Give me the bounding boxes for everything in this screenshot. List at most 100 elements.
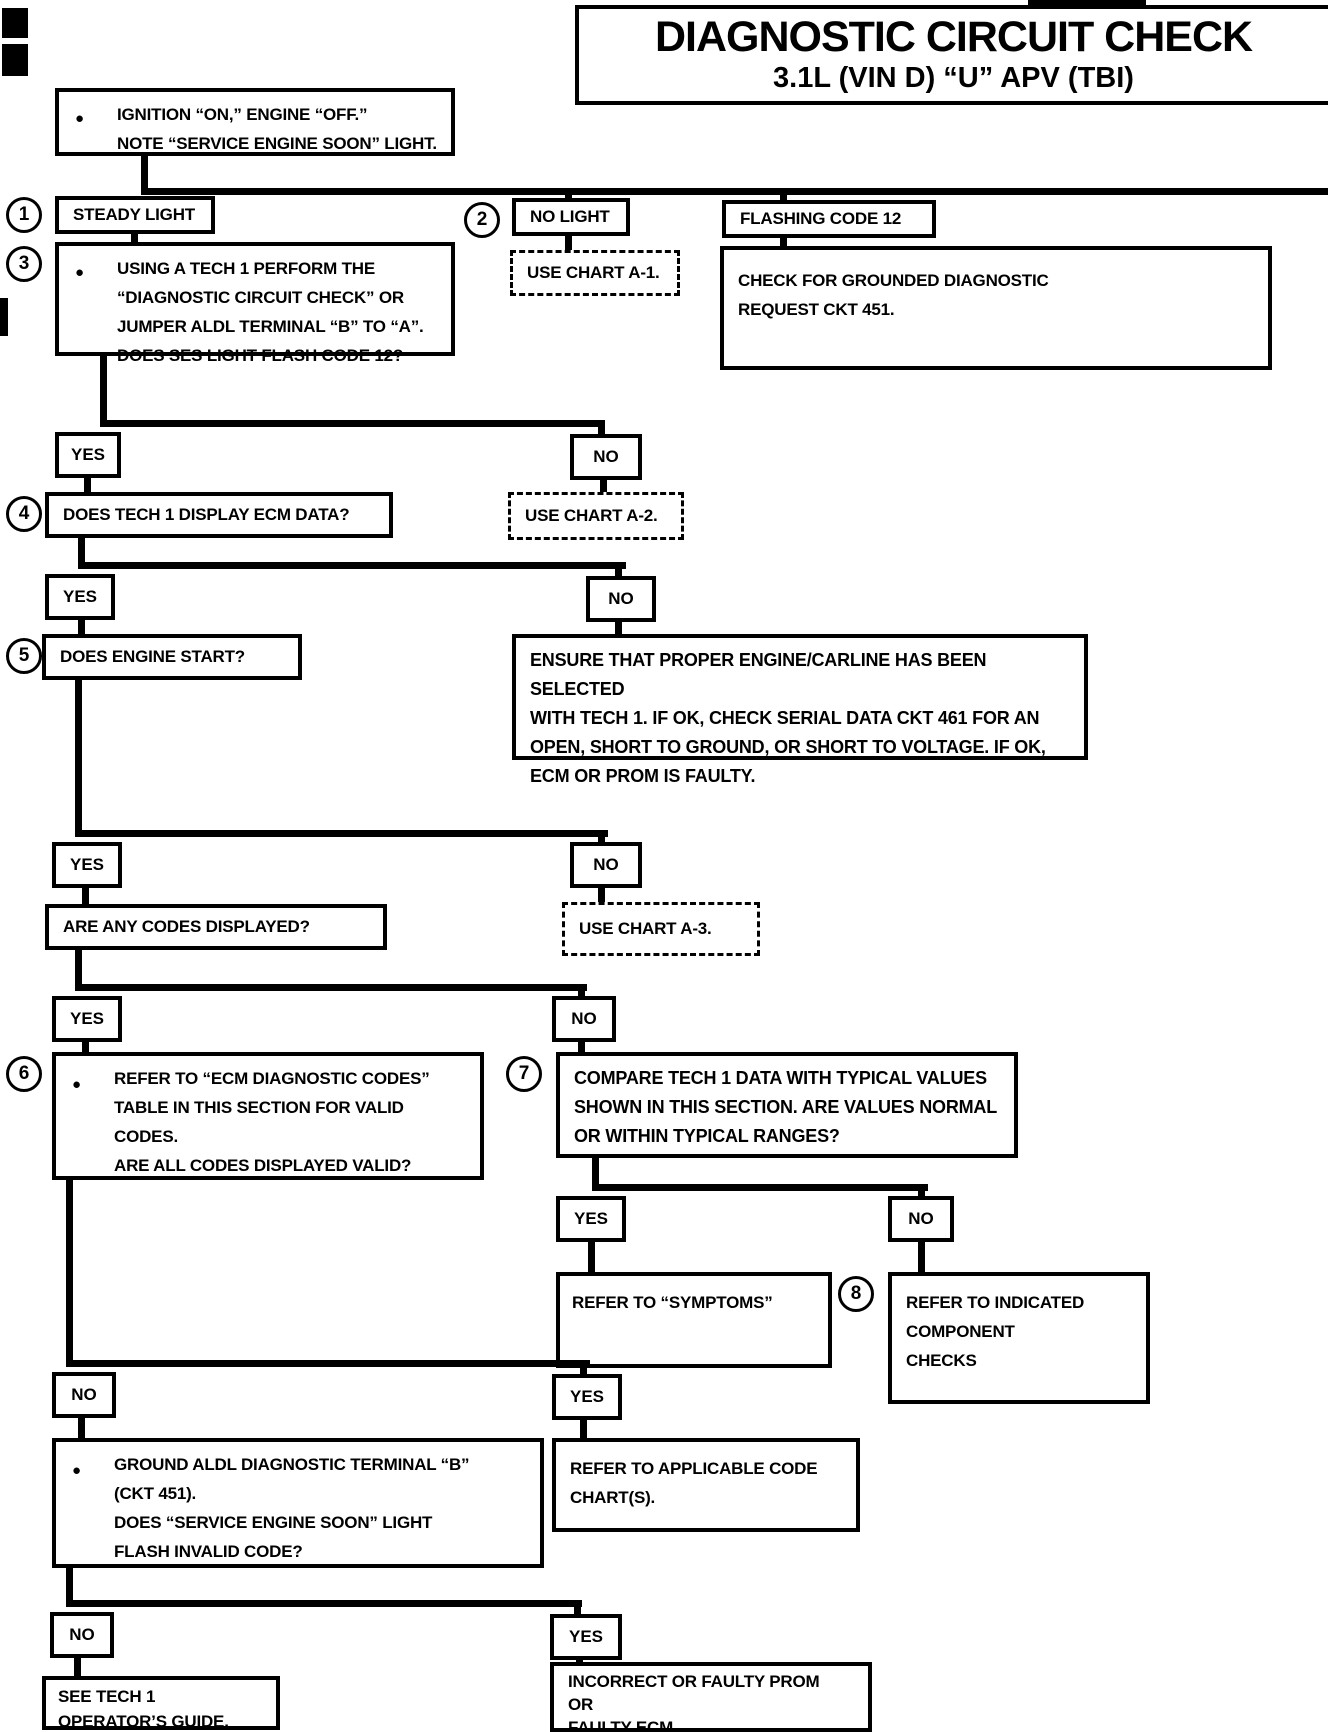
- step-badge-8: 8: [838, 1276, 874, 1312]
- node-text: REQUEST CKT 451.: [738, 300, 895, 319]
- node-text: GROUND ALDL DIAGNOSTIC TERMINAL “B”: [114, 1455, 470, 1474]
- node-text: ECM OR PROM IS FAULTY.: [530, 766, 756, 786]
- scan-artifact: [2, 44, 28, 76]
- node-ground-aldl: ● GROUND ALDL DIAGNOSTIC TERMINAL “B” (C…: [52, 1438, 544, 1568]
- node-incorrect-prom: INCORRECT OR FAULTY PROM OR FAULTY ECM.: [550, 1662, 872, 1732]
- connector: [780, 237, 787, 246]
- node-codes-displayed: ARE ANY CODES DISPLAYED?: [45, 904, 387, 950]
- node-text: OR: [568, 1695, 594, 1714]
- step-badge-7: 7: [506, 1056, 542, 1092]
- connector: [615, 622, 622, 634]
- node-text: OR WITHIN TYPICAL RANGES?: [574, 1126, 840, 1146]
- node-text: ARE ALL CODES DISPLAYED VALID?: [114, 1156, 412, 1175]
- node-text: USING A TECH 1 PERFORM THE: [117, 259, 376, 278]
- node-text: DOES TECH 1 DISPLAY ECM DATA?: [63, 505, 350, 524]
- page-subtitle: 3.1L (VIN D) “U” APV (TBI): [773, 62, 1134, 94]
- connector: [82, 888, 89, 904]
- branch-yes: YES: [45, 574, 115, 620]
- node-text: DOES “SERVICE ENGINE SOON” LIGHT: [114, 1513, 433, 1532]
- node-text: DOES SES LIGHT FLASH CODE 12?: [117, 346, 404, 365]
- connector: [592, 1184, 928, 1191]
- step-badge-3: 3: [6, 246, 42, 282]
- connector: [780, 191, 787, 205]
- node-text: CHECK FOR GROUNDED DIAGNOSTIC: [738, 271, 1049, 290]
- connector: [100, 420, 605, 427]
- connector: [66, 1180, 73, 1360]
- node-engine-start: DOES ENGINE START?: [42, 634, 302, 680]
- connector: [78, 538, 85, 562]
- node-text: CODES.: [114, 1127, 178, 1146]
- step-badge-4: 4: [6, 496, 42, 532]
- node-use-chart-a2: USE CHART A-2.: [508, 492, 684, 540]
- node-ensure-proper: ENSURE THAT PROPER ENGINE/CARLINE HAS BE…: [512, 634, 1088, 786]
- node-see-tech1: SEE TECH 1 OPERATOR’S GUIDE.: [42, 1676, 280, 1731]
- connector: [75, 830, 608, 837]
- step-badge-6: 6: [6, 1056, 42, 1092]
- node-text: REFER TO APPLICABLE CODE: [570, 1459, 818, 1478]
- node-use-chart-a1: USE CHART A-1.: [510, 250, 680, 296]
- step-badge-2: 2: [464, 202, 500, 238]
- node-text: WITH TECH 1. IF OK, CHECK SERIAL DATA CK…: [530, 708, 1040, 728]
- node-text: ENSURE THAT PROPER ENGINE/CARLINE HAS BE…: [530, 650, 987, 699]
- connector: [66, 1568, 73, 1600]
- connector: [592, 1158, 599, 1184]
- branch-no: NO: [586, 576, 656, 622]
- branch-no: NO: [50, 1612, 114, 1658]
- node-text: INCORRECT OR FAULTY PROM: [568, 1672, 820, 1691]
- step-badge-5: 5: [6, 638, 42, 674]
- connector: [565, 235, 572, 250]
- connector: [580, 1420, 587, 1438]
- connector: [574, 1607, 581, 1614]
- bullet-icon: ●: [72, 1462, 81, 1479]
- branch-yes: YES: [550, 1614, 622, 1660]
- branch-no: NO: [888, 1196, 954, 1242]
- connector: [84, 478, 91, 492]
- node-refer-symptoms: REFER TO “SYMPTOMS”: [556, 1272, 832, 1368]
- node-text: OPERATOR’S GUIDE.: [58, 1712, 229, 1731]
- node-check-grounded: CHECK FOR GROUNDED DIAGNOSTIC REQUEST CK…: [720, 246, 1272, 370]
- branch-no: NO: [570, 434, 642, 480]
- branch-yes: YES: [552, 1374, 622, 1420]
- bullet-icon: ●: [75, 110, 84, 127]
- branch-yes: YES: [556, 1196, 626, 1242]
- bullet-icon: ●: [72, 1076, 81, 1093]
- connector: [100, 356, 107, 420]
- node-valid-codes: ● REFER TO “ECM DIAGNOSTIC CODES” TABLE …: [52, 1052, 484, 1180]
- node-text: USE CHART A-2.: [525, 506, 658, 525]
- scan-artifact: [0, 298, 8, 336]
- node-text: CHECKS: [906, 1351, 977, 1370]
- node-text: USE CHART A-3.: [579, 919, 712, 938]
- connector: [66, 1360, 590, 1367]
- node-text: STEADY LIGHT: [73, 205, 195, 224]
- node-text: NOTE “SERVICE ENGINE SOON” LIGHT.: [117, 134, 437, 153]
- connector: [600, 480, 607, 492]
- branch-yes: YES: [52, 842, 122, 888]
- connector: [78, 562, 626, 569]
- connector: [78, 1418, 85, 1438]
- node-text: COMPONENT: [906, 1322, 1015, 1341]
- node-tech1-display: DOES TECH 1 DISPLAY ECM DATA?: [45, 492, 393, 538]
- connector: [580, 1367, 587, 1374]
- node-text: IGNITION “ON,” ENGINE “OFF.”: [117, 105, 368, 124]
- connector: [598, 888, 605, 902]
- connector: [74, 1658, 81, 1676]
- connector: [918, 1242, 925, 1272]
- connector: [75, 984, 587, 991]
- connector: [578, 1042, 585, 1052]
- node-text: NO LIGHT: [530, 207, 610, 226]
- node-text: OPEN, SHORT TO GROUND, OR SHORT TO VOLTA…: [530, 737, 1046, 757]
- connector: [78, 620, 85, 634]
- connector: [615, 569, 622, 576]
- node-text: REFER TO “ECM DIAGNOSTIC CODES”: [114, 1069, 430, 1088]
- node-tech1-check: ● USING A TECH 1 PERFORM THE “DIAGNOSTIC…: [55, 242, 455, 365]
- node-text: REFER TO “SYMPTOMS”: [572, 1293, 773, 1312]
- node-text: FLASHING CODE 12: [740, 209, 902, 228]
- node-component-checks: REFER TO INDICATED COMPONENT CHECKS: [888, 1272, 1150, 1404]
- branch-no: NO: [52, 1372, 116, 1418]
- node-text: (CKT 451).: [114, 1484, 197, 1503]
- connector: [918, 1191, 925, 1196]
- node-text: SHOWN IN THIS SECTION. ARE VALUES NORMAL: [574, 1097, 998, 1117]
- node-text: “DIAGNOSTIC CIRCUIT CHECK” OR: [117, 288, 404, 307]
- bullet-icon: ●: [75, 264, 84, 281]
- connector: [82, 1042, 89, 1052]
